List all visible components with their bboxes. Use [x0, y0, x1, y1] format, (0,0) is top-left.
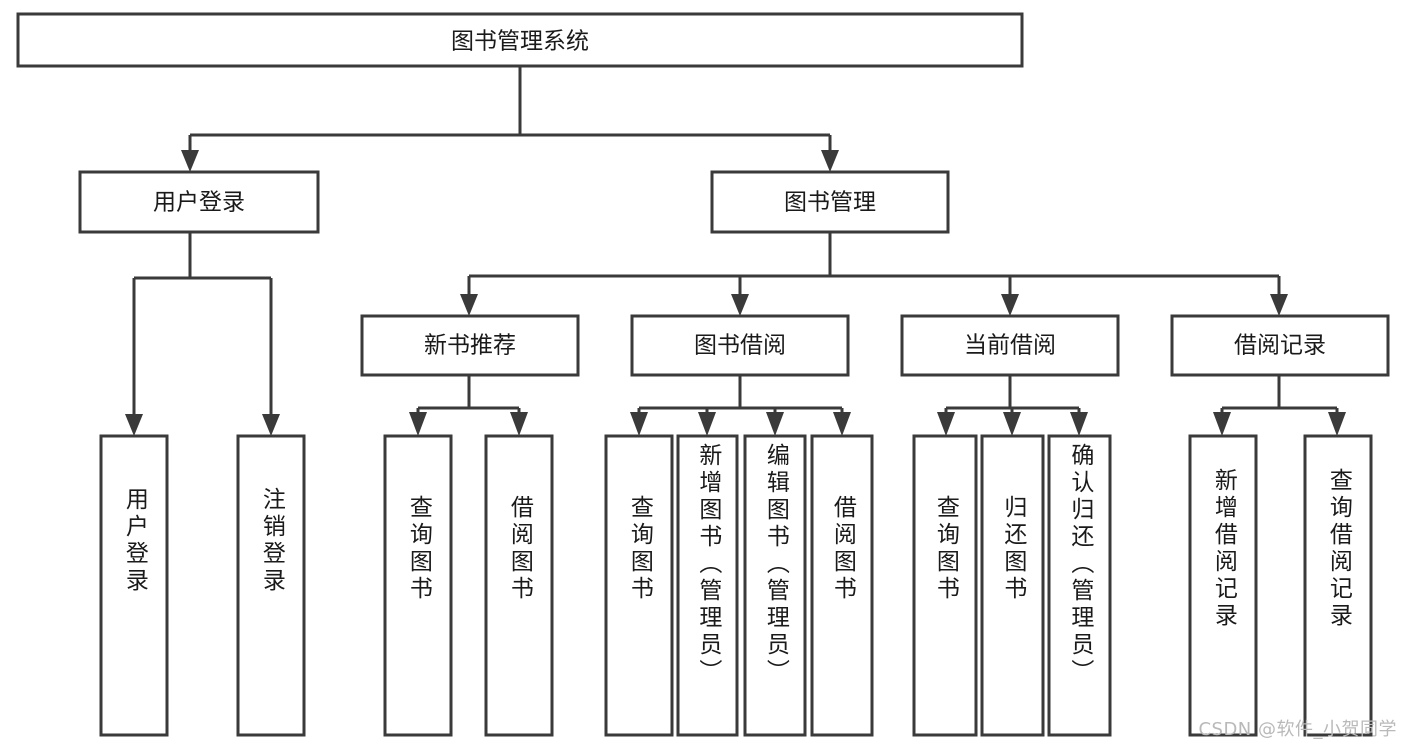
leaf-current-borrow-confirm[interactable] — [1047, 434, 1112, 737]
leaf-book-borrow-query[interactable] — [604, 434, 674, 737]
node-book-borrow[interactable]: 图书借阅 — [630, 314, 850, 377]
connector-bookborrow-to-leaves — [630, 375, 851, 436]
connector-userlogin-to-leaves — [125, 232, 280, 436]
leaf-book-borrow-edit[interactable] — [743, 434, 807, 737]
node-user-login[interactable]: 用户登录 — [78, 170, 320, 234]
node-book-management-label: 图书管理 — [784, 190, 876, 216]
connector-currentborrow-to-leaves — [937, 375, 1088, 436]
node-borrow-record-label: 借阅记录 — [1234, 333, 1326, 359]
leaf-book-borrow-add[interactable] — [676, 434, 739, 737]
leaf-new-book-borrow[interactable] — [484, 434, 554, 737]
connector-borrowrecord-to-leaves — [1213, 375, 1346, 436]
leaf-borrow-record-query[interactable] — [1303, 434, 1373, 737]
node-book-management[interactable]: 图书管理 — [710, 170, 950, 234]
node-book-borrow-label: 图书借阅 — [694, 333, 786, 359]
leaf-user-login-logout[interactable] — [236, 434, 306, 737]
node-root-label: 图书管理系统 — [451, 29, 589, 55]
leaf-user-login-login[interactable] — [99, 434, 169, 737]
node-user-login-label: 用户登录 — [153, 190, 245, 216]
connector-bookmgmt-to-level3 — [460, 232, 1288, 316]
node-root-book-management-system[interactable]: 图书管理系统 — [16, 12, 1024, 68]
connector-newbook-to-leaves — [409, 375, 528, 436]
node-current-borrow[interactable]: 当前借阅 — [900, 314, 1120, 377]
node-current-borrow-label: 当前借阅 — [964, 333, 1056, 359]
leaf-current-borrow-query[interactable] — [912, 434, 978, 737]
connector-root-to-level2 — [181, 66, 839, 172]
node-new-book-recommend-label: 新书推荐 — [424, 333, 516, 359]
leaf-borrow-record-add[interactable] — [1188, 434, 1258, 737]
leaf-new-book-query[interactable] — [383, 434, 453, 737]
leaf-current-borrow-return[interactable] — [980, 434, 1045, 737]
csdn-watermark: CSDN @软件_小贺同学 — [1198, 719, 1397, 740]
node-borrow-record[interactable]: 借阅记录 — [1170, 314, 1390, 377]
node-new-book-recommend[interactable]: 新书推荐 — [360, 314, 580, 377]
leaf-book-borrow-borrow[interactable] — [810, 434, 874, 737]
